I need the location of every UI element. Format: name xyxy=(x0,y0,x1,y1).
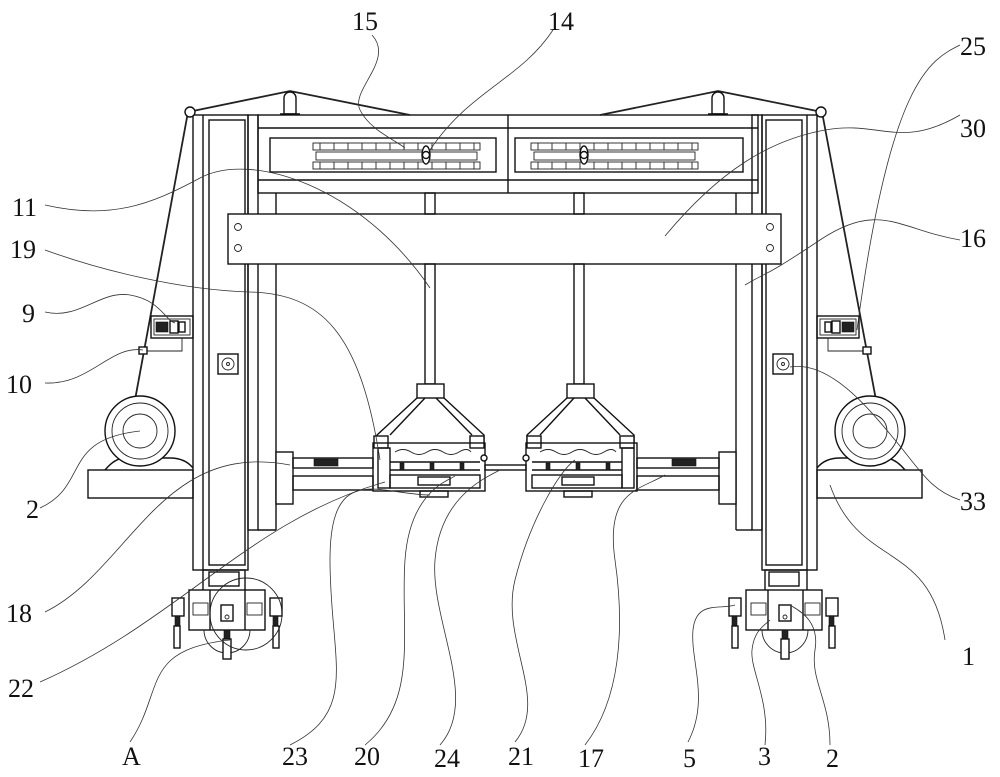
wheel-unit-left xyxy=(171,577,283,660)
label-1: 1 xyxy=(962,642,975,671)
label-33: 33 xyxy=(960,487,986,516)
label-17: 17 xyxy=(578,744,604,773)
label-2-bottom: 2 xyxy=(826,744,839,773)
motor-left xyxy=(147,315,194,352)
label-19: 19 xyxy=(10,235,36,264)
label-11: 11 xyxy=(12,193,37,222)
slide-assembly-right xyxy=(636,451,737,505)
winch-drum-right xyxy=(816,395,923,499)
label-18: 18 xyxy=(6,599,32,628)
rope-system xyxy=(134,90,877,401)
label-24: 24 xyxy=(434,744,460,773)
label-22: 22 xyxy=(8,674,34,703)
part-labels: 15 14 30 11 19 16 9 25 10 2 33 18 1 22 A… xyxy=(6,7,986,773)
label-21: 21 xyxy=(508,742,534,771)
label-23: 23 xyxy=(282,742,308,771)
label-2-left: 2 xyxy=(26,495,39,524)
winch-drum-left xyxy=(87,395,194,499)
wheel-unit-right xyxy=(728,589,839,660)
label-5: 5 xyxy=(683,744,696,773)
connecting-rod xyxy=(484,464,527,471)
slide-assembly-left xyxy=(275,451,374,505)
right-column xyxy=(735,114,818,593)
label-16: 16 xyxy=(960,224,986,253)
rack-rail-right xyxy=(530,142,699,170)
motor-right xyxy=(816,315,863,352)
label-3: 3 xyxy=(758,742,771,771)
control-socket-right xyxy=(772,353,794,375)
lifting-rod-left xyxy=(416,263,445,399)
rack-rail-left xyxy=(312,142,481,170)
label-15: 15 xyxy=(352,7,378,36)
label-30: 30 xyxy=(960,114,986,143)
lifting-rod-right xyxy=(566,263,595,399)
top-frame xyxy=(257,114,759,194)
label-20: 20 xyxy=(354,742,380,771)
label-10: 10 xyxy=(6,370,32,399)
slider-left xyxy=(421,145,431,165)
crossbeam xyxy=(227,213,782,265)
clamp-right xyxy=(522,397,638,498)
leader-lines xyxy=(39,29,961,746)
label-25: 25 xyxy=(960,32,986,61)
label-14: 14 xyxy=(548,7,574,36)
clamp-left xyxy=(372,397,488,498)
control-socket-left xyxy=(217,353,239,375)
label-9: 9 xyxy=(22,299,35,328)
label-A: A xyxy=(122,742,141,771)
slider-right xyxy=(579,145,589,165)
